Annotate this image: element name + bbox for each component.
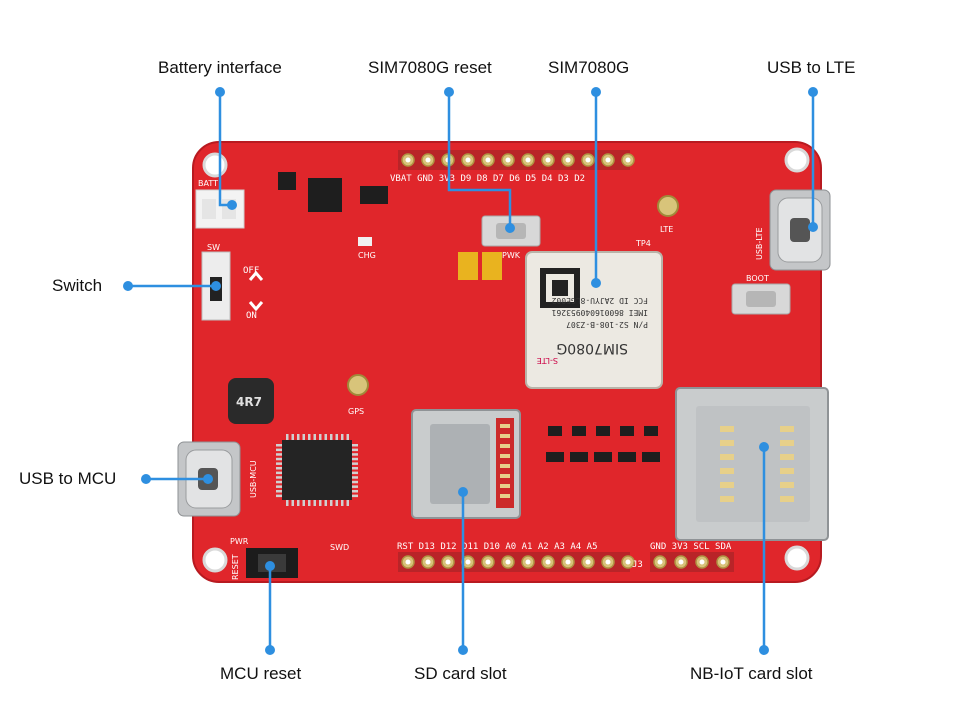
- callout-usb-to-lte: USB to LTE: [767, 58, 856, 77]
- usb-c-lte-port: USB-LTE: [755, 189, 831, 271]
- callout-sim7080g-reset: SIM7080G reset: [368, 58, 492, 77]
- lte-label: LTE: [660, 225, 673, 234]
- callout-battery-interface: Battery interface: [158, 58, 282, 77]
- callout-nbiot-card-slot: NB-IoT card slot: [690, 664, 813, 683]
- i2c-header: GND 3V3 SCL SDA: [650, 542, 734, 572]
- callout-line-sim-reset: [447, 92, 512, 228]
- tp4-label: TP4: [635, 239, 651, 248]
- bottom-pin-header: RST D13 D12 D11 D10 A0 A1 A2 A3 A4 A5 J3: [397, 542, 643, 572]
- switch-sw-label: SW: [207, 243, 220, 252]
- i2c-header-labels: GND 3V3 SCL SDA: [650, 542, 732, 552]
- inductor: 4R7: [228, 378, 274, 424]
- chg-label: CHG: [358, 251, 376, 260]
- batt-label: BATT: [198, 179, 218, 188]
- transistor: [596, 426, 610, 436]
- module-slte: S-LTE: [537, 356, 558, 365]
- callout-switch: Switch: [52, 276, 103, 295]
- boot-label: BOOT: [746, 274, 769, 283]
- top-header-labels: VBAT GND 3V3 D9 D8 D7 D6 D5 D4 D3 D2: [390, 174, 585, 184]
- callout-mcu-reset: MCU reset: [220, 664, 302, 683]
- module-line2: IMEI 860016040953261: [551, 308, 648, 317]
- callout-dots: [123, 87, 818, 655]
- swd-label: SWD: [330, 543, 349, 552]
- transistor: [548, 426, 562, 436]
- mount-hole-br: [784, 545, 810, 571]
- transistor: [644, 426, 658, 436]
- callout-sim7080g: SIM7080G: [548, 58, 630, 77]
- reset-silk: RESET: [231, 554, 240, 580]
- module-line1: P/N S2-108-B-Z307: [566, 320, 648, 329]
- mount-hole-tr: [784, 147, 810, 173]
- transistor-row: [546, 426, 660, 462]
- mount-hole-bl: [202, 547, 228, 573]
- callout-usb-to-mcu: USB to MCU: [19, 469, 117, 488]
- j3-label: J3: [632, 560, 643, 570]
- mount-hole-tl: [202, 152, 228, 178]
- inductor-label: 4R7: [236, 395, 262, 409]
- gps-antenna-connector: [347, 374, 369, 396]
- gps-label: GPS: [348, 407, 364, 416]
- usb-mcu-silk: USB-MCU: [249, 460, 258, 498]
- switch-on-label: ON: [246, 311, 257, 321]
- lte-antenna-connector: [657, 195, 679, 217]
- pwk-label: PWK: [502, 251, 521, 260]
- pwr-label: PWR: [230, 537, 249, 546]
- sd-card-slot: [411, 409, 521, 519]
- transistor: [620, 426, 634, 436]
- top-pin-header: VBAT GND 3V3 D9 D8 D7 D6 D5 D4 D3 D2: [390, 150, 635, 184]
- module-brand: SIM7080G: [556, 340, 628, 356]
- nbiot-card-slot: [675, 387, 829, 541]
- mcu-chip: [276, 434, 358, 506]
- boot-button: BOOT: [731, 274, 791, 315]
- transistor: [572, 426, 586, 436]
- callout-sd-card-slot: SD card slot: [414, 664, 507, 683]
- module-line3: FCC ID 2AJYU-8LGE002: [551, 296, 648, 305]
- switch-off-label: OFF: [243, 266, 259, 276]
- bottom-header-labels: RST D13 D12 D11 D10 A0 A1 A2 A3 A4 A5: [397, 542, 597, 552]
- usb-lte-silk: USB-LTE: [755, 227, 764, 260]
- sim7080g-module: P/N S2-108-B-Z307 IMEI 860016040953261 F…: [525, 251, 663, 389]
- callout-lines: [128, 92, 815, 650]
